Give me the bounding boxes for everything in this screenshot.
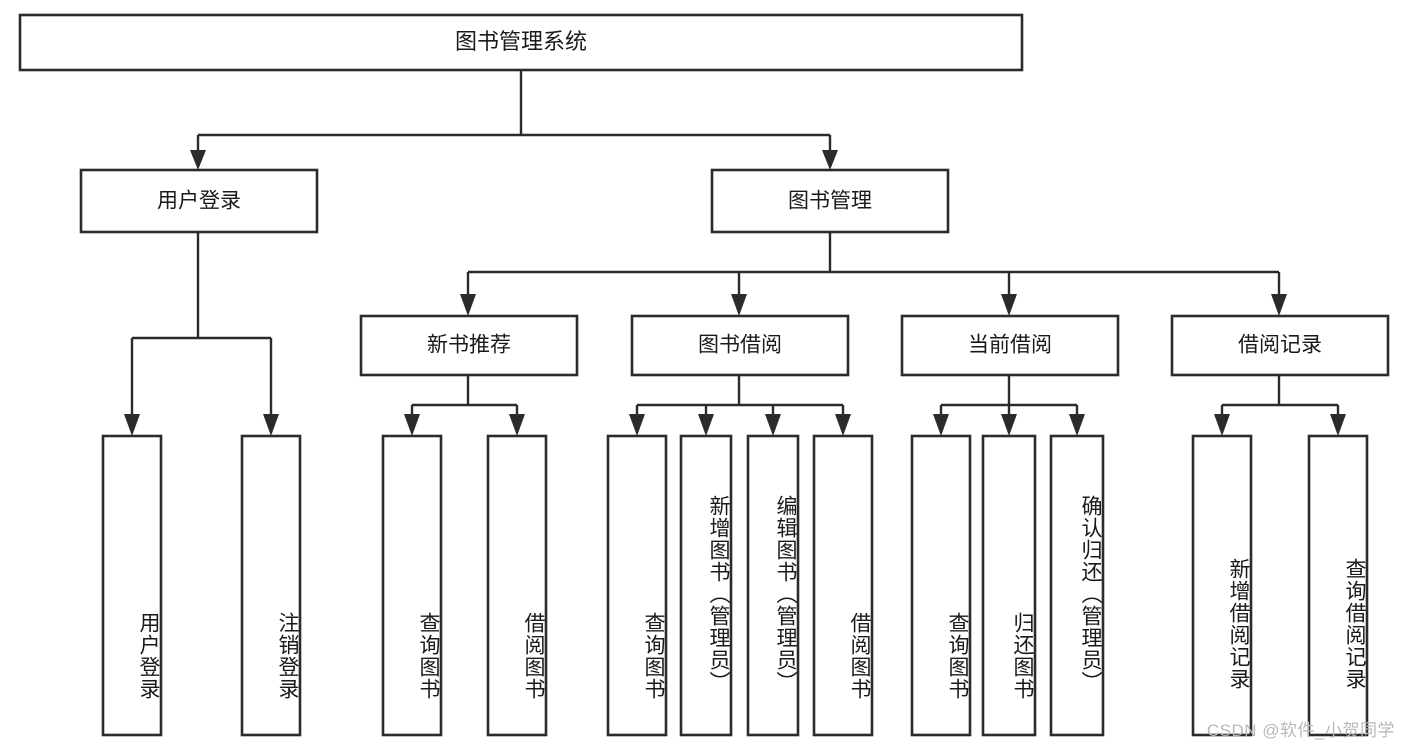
node-root-box[interactable] xyxy=(18,13,1024,72)
arrowhead-new-book-recommend xyxy=(460,294,476,316)
arrowhead-leaf-query-book-2 xyxy=(629,414,645,436)
arrowhead-leaf-return-book xyxy=(1001,414,1017,436)
leaf-boxes-new-book-recommend xyxy=(381,434,548,737)
arrowhead-leaf-borrow-book-2 xyxy=(835,414,851,436)
arrowhead-leaf-query-book-1 xyxy=(404,414,420,436)
leaf-borrow-book-2-box[interactable] xyxy=(812,434,874,737)
leaf-boxes-borrow-record xyxy=(1191,434,1369,737)
arrowhead-leaf-borrow-book-1 xyxy=(509,414,525,436)
node-book-borrow[interactable]: 图书借阅 xyxy=(630,314,850,377)
arrowhead-leaf-confirm-return xyxy=(1069,414,1085,436)
node-book-manage[interactable]: 图书管理 xyxy=(710,168,950,234)
leaf-query-record-box[interactable] xyxy=(1307,434,1369,737)
connectors-borrow-record-to-leaves xyxy=(1214,375,1346,436)
leaf-user-login-box[interactable] xyxy=(101,434,163,737)
arrowhead-book-borrow xyxy=(731,294,747,316)
node-book-borrow-box[interactable] xyxy=(630,314,850,377)
connectors-root-to-level2 xyxy=(190,70,838,170)
node-user-login-label: 用户登录 xyxy=(157,190,241,213)
node-root-label: 图书管理系统 xyxy=(455,29,587,54)
node-book-manage-box[interactable] xyxy=(710,168,950,234)
node-book-borrow-label: 图书借阅 xyxy=(698,334,782,357)
arrowhead-leaf-user-login xyxy=(124,414,140,436)
connectors-current-borrow-to-leaves xyxy=(933,375,1085,436)
arrowhead-borrow-record xyxy=(1271,294,1287,316)
connectors-book-manage-to-level3 xyxy=(460,232,1287,316)
arrowhead-book-manage xyxy=(822,150,838,170)
node-user-login[interactable]: 用户登录 xyxy=(79,168,319,234)
leaf-edit-book-box[interactable] xyxy=(746,434,800,737)
node-borrow-record-box[interactable] xyxy=(1170,314,1390,377)
leaf-boxes-user-login xyxy=(101,434,302,737)
arrowhead-user-login xyxy=(190,150,206,170)
leaf-confirm-return-box[interactable] xyxy=(1049,434,1105,737)
leaf-logout-box[interactable] xyxy=(240,434,302,737)
arrowhead-leaf-edit-book xyxy=(765,414,781,436)
arrowhead-leaf-query-record xyxy=(1330,414,1346,436)
connectors-user-login-to-leaves xyxy=(124,232,279,436)
node-borrow-record[interactable]: 借阅记录 xyxy=(1170,314,1390,377)
node-user-login-box[interactable] xyxy=(79,168,319,234)
leaf-borrow-book-1-box[interactable] xyxy=(486,434,548,737)
leaf-return-book-box[interactable] xyxy=(981,434,1037,737)
leaf-add-book-box[interactable] xyxy=(679,434,733,737)
leaf-query-book-3-box[interactable] xyxy=(910,434,972,737)
arrowhead-leaf-logout xyxy=(263,414,279,436)
node-current-borrow[interactable]: 当前借阅 xyxy=(900,314,1120,377)
node-current-borrow-box[interactable] xyxy=(900,314,1120,377)
leaf-query-book-2-box[interactable] xyxy=(606,434,668,737)
arrowhead-leaf-add-record xyxy=(1214,414,1230,436)
arrowhead-leaf-query-book-3 xyxy=(933,414,949,436)
leaf-query-book-1-box[interactable] xyxy=(381,434,443,737)
connectors-new-book-to-leaves xyxy=(404,375,525,436)
arrowhead-current-borrow xyxy=(1001,294,1017,316)
leaf-add-record-box[interactable] xyxy=(1191,434,1253,737)
node-borrow-record-label: 借阅记录 xyxy=(1238,334,1322,357)
leaf-boxes-current-borrow xyxy=(910,434,1105,737)
csdn-watermark: CSDN @软件_小贺同学 xyxy=(1206,721,1395,740)
leaf-boxes-book-borrow xyxy=(606,434,874,737)
node-new-book-recommend-box[interactable] xyxy=(359,314,579,377)
node-book-manage-label: 图书管理 xyxy=(788,190,872,213)
node-root[interactable]: 图书管理系统 xyxy=(18,13,1024,72)
node-new-book-recommend[interactable]: 新书推荐 xyxy=(359,314,579,377)
node-current-borrow-label: 当前借阅 xyxy=(968,334,1052,357)
connectors-book-borrow-to-leaves xyxy=(629,375,851,436)
arrowhead-leaf-add-book xyxy=(698,414,714,436)
node-new-book-recommend-label: 新书推荐 xyxy=(427,334,511,357)
